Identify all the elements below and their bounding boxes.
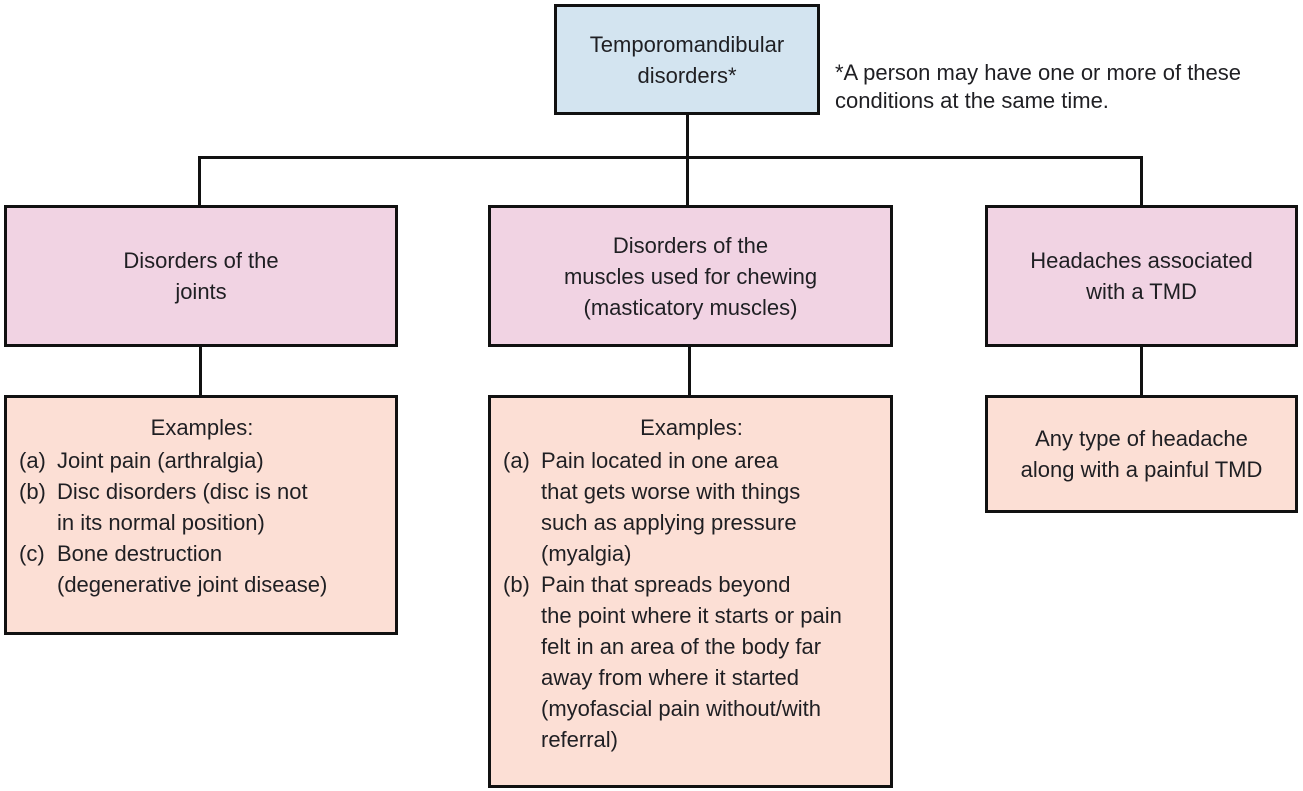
example-item-c: (c) Bone destruction (degenerative joint…: [19, 538, 385, 600]
connector-drop-joints: [198, 156, 201, 205]
node-temporomandibular-disorders: Temporomandibular disorders*: [554, 4, 820, 115]
connector-drop-muscles: [686, 156, 689, 205]
example-item-b: (b) Disc disorders (disc is not in its n…: [19, 476, 385, 538]
item-text: Pain that spreads beyond the point where…: [541, 572, 842, 752]
node-label: Any type of headache along with a painfu…: [1020, 426, 1263, 482]
connector-root-drop: [686, 113, 689, 159]
connector-drop-headaches: [1140, 156, 1143, 205]
node-joint-examples: Examples: (a) Joint pain (arthralgia) (b…: [4, 395, 398, 635]
node-label: Temporomandibular disorders*: [589, 31, 785, 88]
item-marker: (a): [503, 448, 530, 473]
item-text: Disc disorders (disc is not in its norma…: [57, 479, 308, 535]
node-headaches-with-tmd: Headaches associated with a TMD: [985, 205, 1298, 347]
node-disorders-of-joints: Disorders of the joints: [4, 205, 398, 347]
connector-horizontal-bar: [198, 156, 1143, 159]
example-item-a: (a) Pain located in one area that gets w…: [503, 445, 880, 569]
node-label: Disorders of the joints: [123, 248, 279, 304]
item-text: Bone destruction (degenerative joint dis…: [57, 541, 328, 597]
item-marker: (b): [19, 479, 46, 504]
connector-joints-to-examples: [199, 345, 202, 395]
footnote-text: *A person may have one or more of these …: [835, 60, 1242, 113]
node-label: Disorders of the muscles used for chewin…: [563, 232, 818, 320]
node-disorders-of-muscles: Disorders of the muscles used for chewin…: [488, 205, 893, 347]
node-label: Headaches associated with a TMD: [1030, 248, 1253, 304]
item-text: Pain located in one area that gets worse…: [541, 448, 801, 566]
item-marker: (c): [19, 541, 45, 566]
item-text: Joint pain (arthralgia): [57, 448, 264, 473]
connector-headaches-to-detail: [1140, 345, 1143, 395]
example-item-a: (a) Joint pain (arthralgia): [19, 445, 385, 476]
examples-heading: Examples:: [150, 415, 254, 440]
example-item-b: (b) Pain that spreads beyond the point w…: [503, 569, 880, 755]
node-muscle-examples: Examples: (a) Pain located in one area t…: [488, 395, 893, 788]
connector-muscles-to-examples: [688, 345, 691, 395]
item-marker: (b): [503, 572, 530, 597]
examples-heading: Examples:: [640, 415, 743, 440]
item-marker: (a): [19, 448, 46, 473]
node-headache-detail: Any type of headache along with a painfu…: [985, 395, 1298, 513]
